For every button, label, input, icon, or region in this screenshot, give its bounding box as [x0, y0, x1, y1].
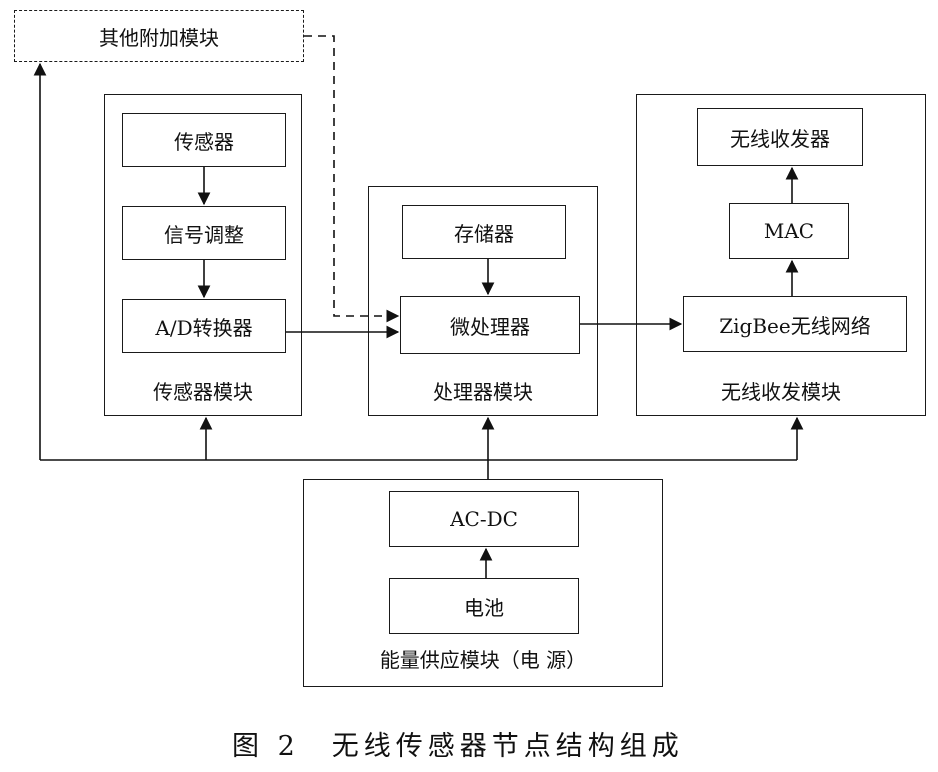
extra-module-box: 其他附加模块: [14, 10, 304, 62]
zigbee-box: ZigBee无线网络: [683, 296, 907, 352]
signal-conditioning-label: 信号调整: [164, 222, 244, 247]
sensor-box: 传感器: [122, 113, 286, 167]
power-module-title: 能量供应模块（电 源）: [379, 648, 587, 672]
mac-label: MAC: [763, 219, 815, 243]
acdc-label: AC-DC: [450, 507, 518, 531]
processor-module-title: 处理器模块: [433, 380, 533, 404]
sensor-label: 传感器: [174, 129, 234, 154]
figure-caption: 图 2 无线传感器节点结构组成: [232, 731, 684, 762]
memory-box: 存储器: [402, 205, 566, 259]
adc-label: A/D转换器: [155, 315, 253, 340]
adc-box: A/D转换器: [122, 299, 286, 353]
extra-module-label: 其他附加模块: [99, 25, 219, 50]
microprocessor-box: 微处理器: [400, 296, 580, 354]
mac-box: MAC: [729, 203, 849, 259]
battery-box: 电池: [389, 578, 579, 634]
battery-label: 电池: [464, 595, 504, 620]
microprocessor-label: 微处理器: [450, 314, 530, 339]
transceiver-label: 无线收发器: [730, 126, 830, 151]
signal-conditioning-box: 信号调整: [122, 206, 286, 260]
acdc-box: AC-DC: [389, 491, 579, 547]
memory-label: 存储器: [454, 221, 514, 246]
sensor-module-title: 传感器模块: [153, 380, 253, 404]
transceiver-box: 无线收发器: [697, 108, 863, 166]
zigbee-label: ZigBee无线网络: [719, 313, 871, 338]
dashed-arrow-extra-to-microprocessor: [304, 35, 400, 323]
wireless-module-title: 无线收发模块: [721, 380, 841, 404]
